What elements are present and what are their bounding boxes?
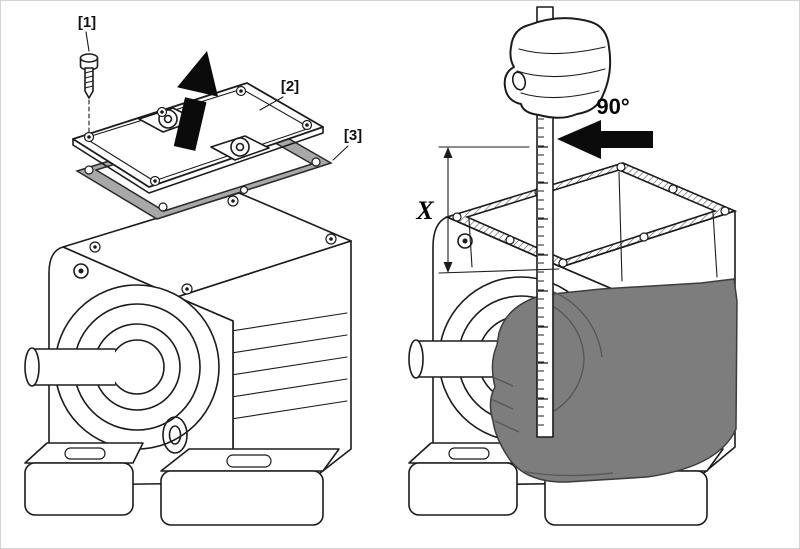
bearing-boss xyxy=(54,284,220,450)
oil-hidden-contours xyxy=(490,288,614,477)
callout-3-label: [3] xyxy=(344,127,362,144)
oil-fill xyxy=(489,278,738,483)
dimension-x: X xyxy=(415,146,560,274)
interior-wall-edges xyxy=(468,171,718,282)
callout-1-leader xyxy=(85,31,90,52)
top-face-bolt-holes xyxy=(89,195,337,295)
vent-plug xyxy=(73,263,89,279)
callout-1-label: [1] xyxy=(78,14,96,31)
output-shaft xyxy=(24,347,116,387)
cover-bolt-holes xyxy=(83,85,313,187)
cover-boss-b xyxy=(210,135,270,161)
angle-90-label: 90° xyxy=(596,94,629,119)
hand xyxy=(503,17,612,119)
vent-plug xyxy=(457,233,473,249)
mounting-feet xyxy=(24,442,340,526)
finger-lines xyxy=(516,46,606,99)
drain-loop xyxy=(162,416,188,454)
screw-icon xyxy=(79,53,99,133)
right-gear-unit xyxy=(408,6,738,526)
left-gear-unit xyxy=(24,192,352,526)
dimension-arrow-down-icon xyxy=(443,262,453,273)
dimension-extension-lines xyxy=(438,146,560,274)
callout-2-label: [2] xyxy=(281,78,299,95)
thumbnail xyxy=(511,71,527,91)
angle-annotation: 90° xyxy=(557,94,653,159)
cooling-ribs xyxy=(192,312,348,426)
rim-bolt-holes xyxy=(452,162,730,268)
angle-arrow-icon xyxy=(557,120,653,159)
callouts: [1] [2] [3] xyxy=(78,14,362,161)
cover-thickness-edge xyxy=(72,126,324,194)
dimension-x-label: X xyxy=(415,196,434,225)
dimension-arrow-up-icon xyxy=(443,147,453,158)
open-housing-rim xyxy=(444,162,738,268)
callout-3-leader xyxy=(332,145,349,161)
removal-arrow-icon xyxy=(173,51,219,151)
output-shaft xyxy=(408,339,500,379)
callout-2-leader xyxy=(259,96,284,111)
